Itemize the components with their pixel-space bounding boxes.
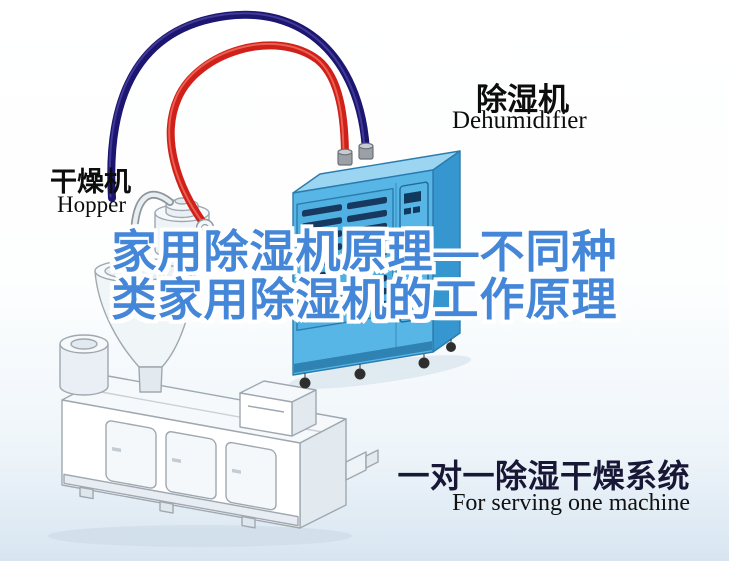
extruder-door-panels bbox=[63, 420, 299, 529]
caption-cn: 一对一除湿干燥系统 bbox=[397, 458, 690, 494]
vent-grille bbox=[302, 196, 387, 321]
dehumidifier-illustration bbox=[292, 150, 461, 389]
control-display bbox=[404, 190, 421, 204]
machine-foot bbox=[79, 486, 94, 500]
caster-wheel bbox=[299, 377, 311, 389]
dehumidifier-label-cn: 除湿机 bbox=[476, 82, 569, 117]
caster-wheel bbox=[446, 342, 456, 352]
drive-motor bbox=[59, 334, 109, 396]
hopper-throat bbox=[138, 366, 163, 393]
control-button bbox=[404, 207, 411, 215]
supply-air-hose bbox=[166, 41, 349, 228]
machine-foot bbox=[241, 515, 256, 529]
hose-connectors bbox=[337, 142, 374, 166]
hopper-label-en: Hopper bbox=[57, 192, 126, 217]
caster-wheels bbox=[299, 339, 456, 389]
main-title-line2: 类家用除湿机的工作原理 bbox=[111, 274, 618, 325]
cabinet-door bbox=[399, 181, 429, 323]
main-title: 家用除湿机原理—不同种 类家用除湿机的工作原理 bbox=[55, 228, 674, 324]
extruder-illustration bbox=[59, 334, 379, 529]
caster-wheel bbox=[354, 368, 366, 380]
hopper-label-cn: 干燥机 bbox=[50, 167, 131, 197]
caption-en: For serving one machine bbox=[452, 490, 690, 516]
control-cabinet bbox=[239, 380, 317, 437]
door-handle bbox=[421, 240, 425, 257]
extruder-shadow bbox=[48, 525, 352, 547]
main-title-line1: 家用除湿机原理—不同种 bbox=[111, 226, 618, 277]
die-nozzle bbox=[345, 451, 367, 481]
dehumidifier-label-en: Dehumidifier bbox=[452, 107, 587, 134]
control-button bbox=[413, 206, 420, 214]
machine-foot bbox=[159, 500, 174, 514]
return-air-hose bbox=[107, 10, 370, 202]
caster-wheel bbox=[418, 357, 430, 369]
dryer-hose-flange bbox=[195, 218, 215, 238]
